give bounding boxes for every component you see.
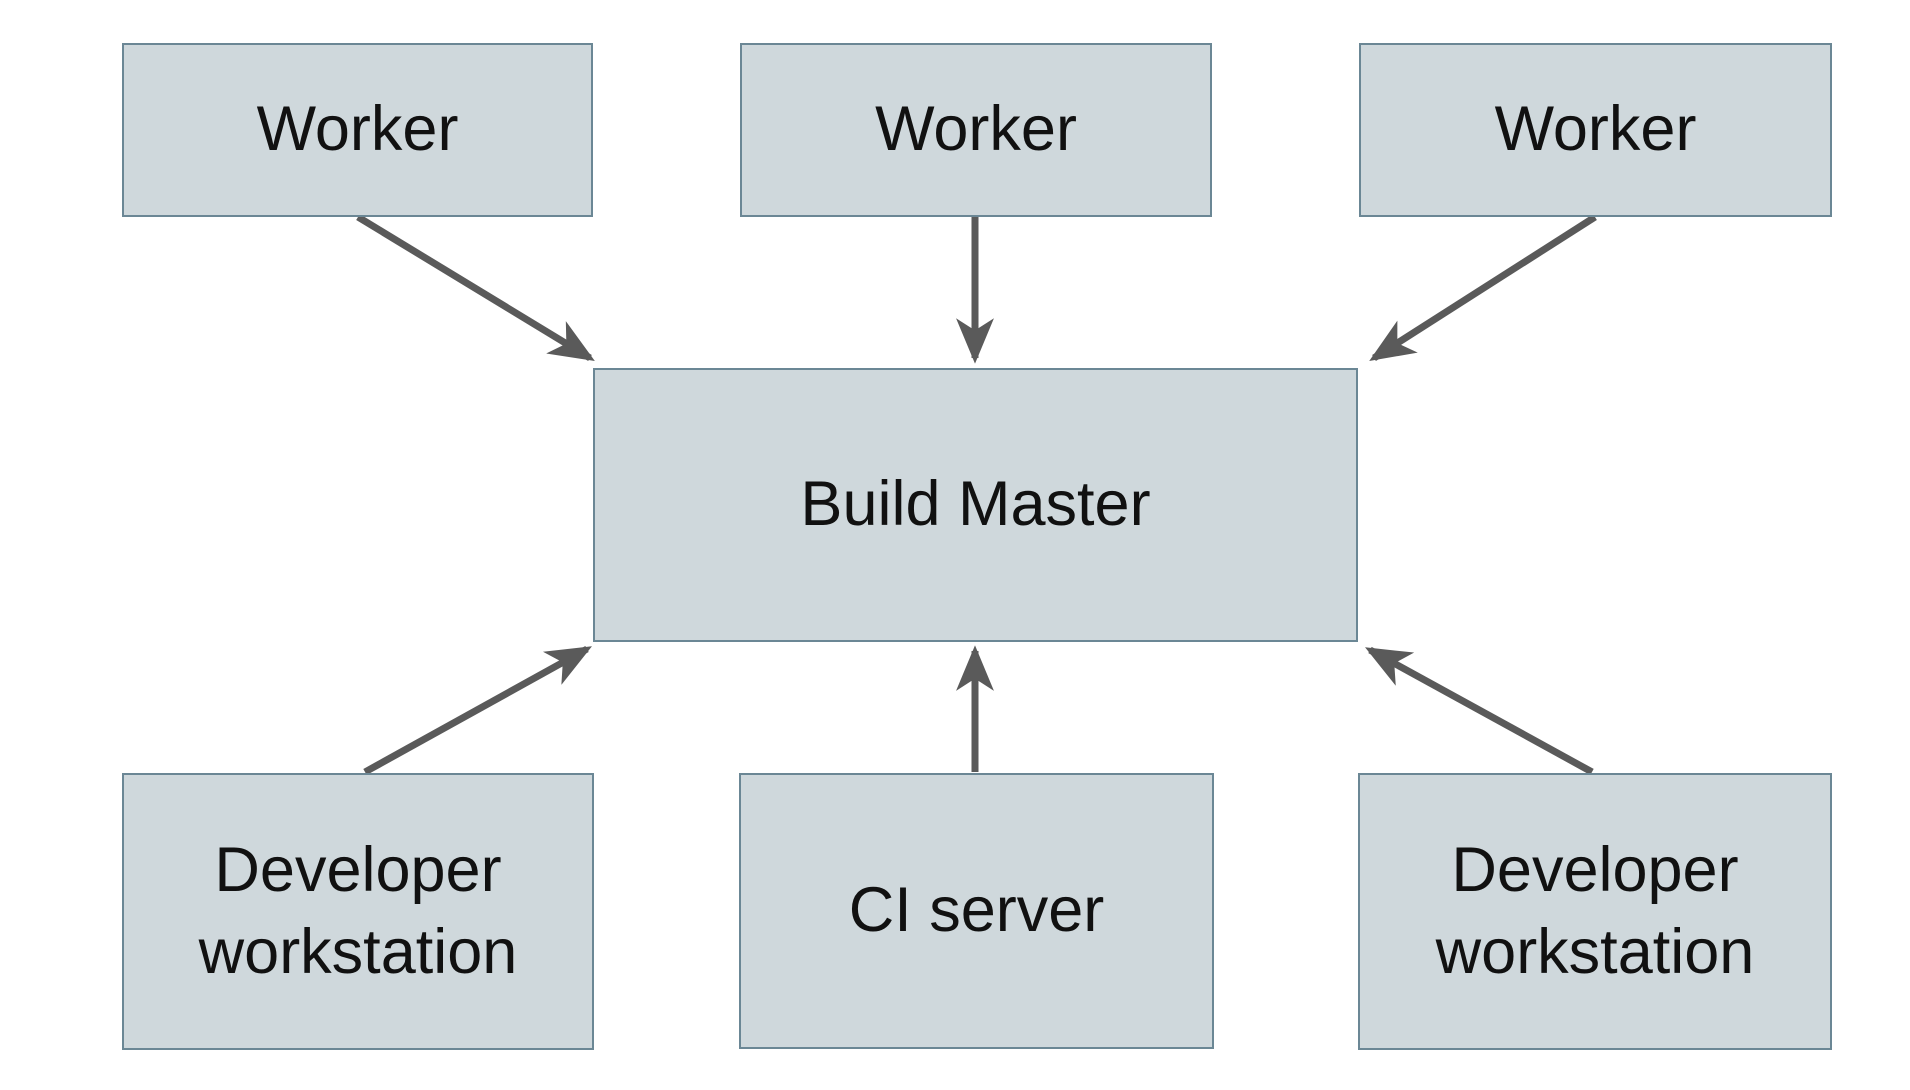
node-worker-1: Worker xyxy=(122,43,593,217)
edge-worker-1-to-build-master xyxy=(356,214,595,361)
node-ci-server: CI server xyxy=(739,773,1214,1049)
edge-developer-workstation-right-to-build-master xyxy=(1365,646,1594,776)
node-worker-3-label: Worker xyxy=(1494,94,1697,165)
node-developer-workstation-left-label: Developer workstation xyxy=(198,834,518,987)
node-worker-2-label: Worker xyxy=(875,94,1077,165)
node-worker-1-label: Worker xyxy=(256,94,459,165)
edge-developer-workstation-left-to-build-master xyxy=(363,645,592,776)
node-worker-2: Worker xyxy=(740,43,1212,217)
node-worker-3: Worker xyxy=(1359,43,1832,217)
edge-worker-3-to-build-master xyxy=(1369,214,1597,362)
node-ci-server-label: CI server xyxy=(848,875,1105,946)
node-developer-workstation-right: Developer workstation xyxy=(1358,773,1832,1050)
node-build-master: Build Master xyxy=(593,368,1358,642)
node-developer-workstation-left: Developer workstation xyxy=(122,773,594,1050)
node-build-master-label: Build Master xyxy=(800,469,1151,540)
node-developer-workstation-right-label: Developer workstation xyxy=(1435,834,1755,987)
